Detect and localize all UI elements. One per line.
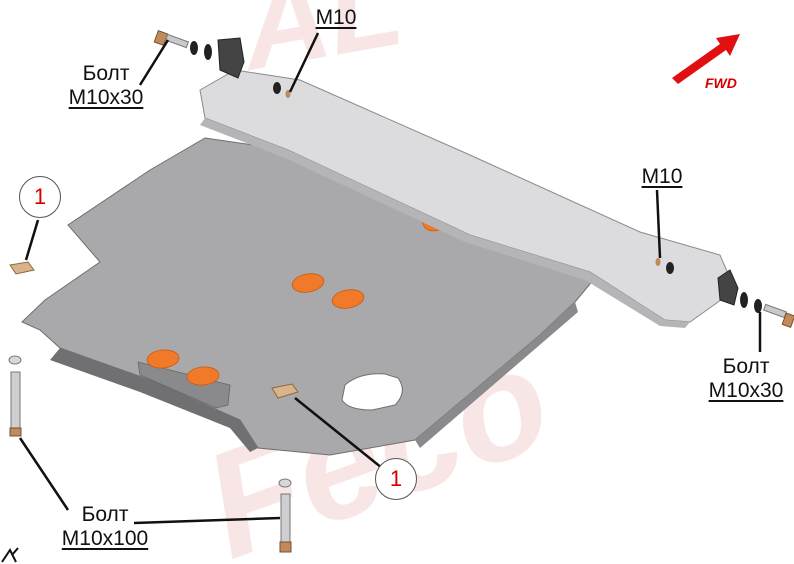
label-bolt-bottom: Болт М10х100 (50, 503, 160, 551)
callout-bottom: 1 (375, 458, 417, 500)
pad (291, 273, 325, 293)
bracket-right (717, 269, 739, 306)
bracket-left (217, 37, 245, 79)
pad (186, 366, 220, 386)
main-skid-plate (21, 137, 601, 456)
label-m10-top: М10 (315, 6, 357, 29)
pad (331, 289, 365, 309)
bolt-assembly-left-long (8, 261, 35, 437)
bolt-assembly-bottom-long (271, 383, 299, 553)
label-bolt-top-left: Болт М10х30 (58, 62, 154, 110)
label-bolt-right: Болт М10х30 (700, 355, 792, 403)
bolt-assembly-right (655, 258, 794, 328)
label-bolt-right-line2: М10х30 (708, 379, 784, 402)
label-bolt-top-left-line1: Болт (82, 62, 130, 85)
label-m10-right: М10 (641, 165, 683, 188)
label-bolt-right-line1: Болт (722, 355, 770, 378)
leader-lines (18, 32, 762, 525)
fwd-label: FWD (705, 75, 737, 91)
corner-logo-icon (1, 547, 19, 563)
pad (146, 349, 180, 369)
callout-left: 1 (19, 176, 61, 218)
bolt-assembly-top-left (153, 30, 291, 98)
label-bolt-bottom-line1: Болт (81, 503, 129, 526)
fwd-arrow-icon (672, 34, 740, 84)
cross-bar (199, 69, 736, 328)
label-bolt-bottom-line2: М10х100 (61, 527, 149, 550)
label-bolt-top-left-line2: М10х30 (68, 86, 144, 109)
